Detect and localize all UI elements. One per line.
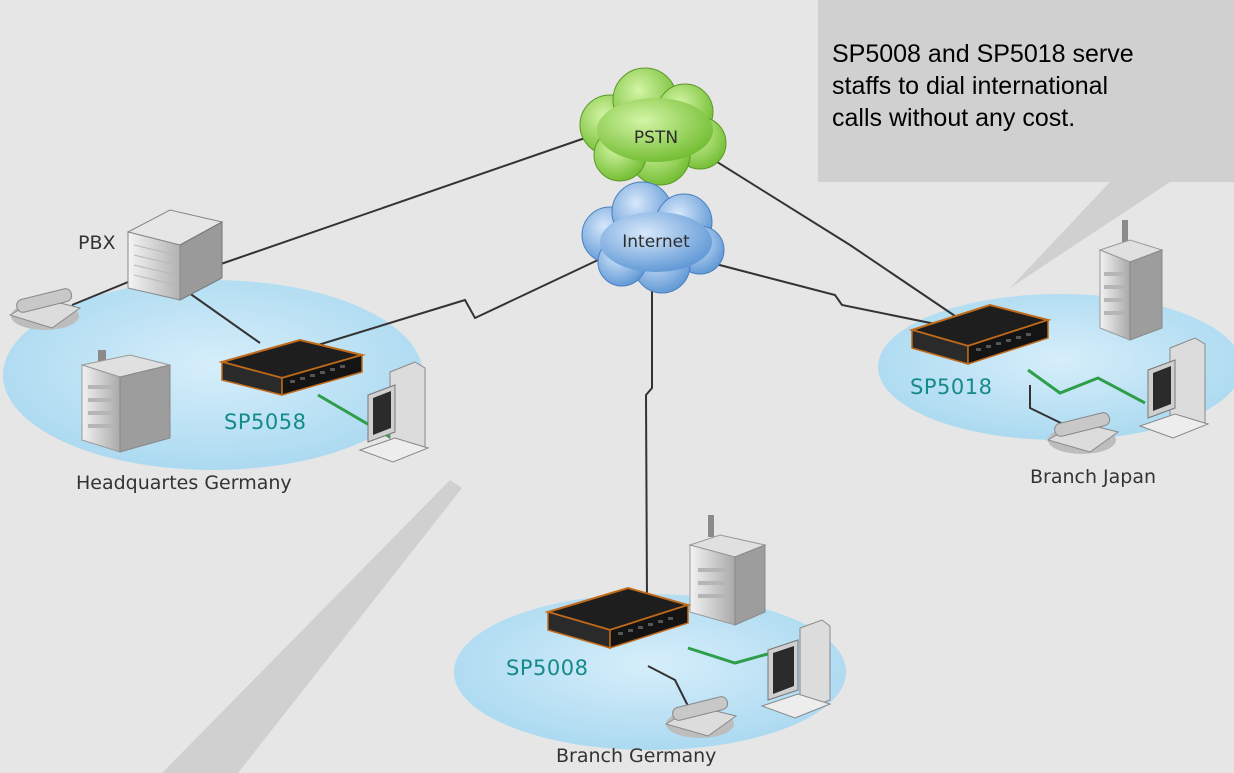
- sp5058-label: SP5058: [224, 410, 307, 434]
- wan-links: [71, 137, 959, 601]
- japan-computer: [1138, 337, 1210, 439]
- site-ellipse-branch-germany: [454, 594, 846, 750]
- japan-building: [1098, 220, 1164, 341]
- callout-bubble-top: [818, 0, 1234, 288]
- branch-germany-telephone: [664, 696, 738, 738]
- japan-telephone: [1046, 412, 1120, 454]
- pstn-cloud: [579, 67, 727, 186]
- branch-germany-computer: [760, 619, 832, 719]
- sp5058-gateway: [218, 338, 366, 396]
- callout-line-3: calls without any cost.: [832, 104, 1076, 132]
- pstn-label: PSTN: [633, 128, 679, 148]
- hq-computer: [358, 361, 430, 463]
- branch-japan-site-label: Branch Japan: [1030, 466, 1157, 488]
- pbx-cabinet: [126, 209, 224, 301]
- sp5008-gateway: [544, 586, 692, 650]
- sp5018-gateway: [908, 303, 1052, 366]
- sp5008-label: SP5008: [506, 656, 589, 680]
- sp5018-label: SP5018: [910, 375, 993, 399]
- callout-pointer-bottom: [162, 480, 462, 773]
- callout-line-1: SP5008 and SP5018 serve: [832, 40, 1134, 68]
- phone-links: [647, 385, 1066, 711]
- pbx-label: PBX: [78, 232, 116, 254]
- internet-label: Internet: [622, 232, 690, 252]
- branch-germany-building: [688, 515, 767, 626]
- internet-cloud: [581, 181, 725, 294]
- branch-germany-site-label: Branch Germany: [556, 745, 717, 767]
- callout-line-2: staffs to dial international: [832, 72, 1109, 100]
- hq-building: [80, 350, 171, 453]
- hq-telephone: [8, 288, 82, 330]
- callout-text: SP5008 and SP5018 serve staffs to dial i…: [832, 38, 1134, 134]
- headquarters-site-label: Headquartes Germany: [76, 472, 292, 494]
